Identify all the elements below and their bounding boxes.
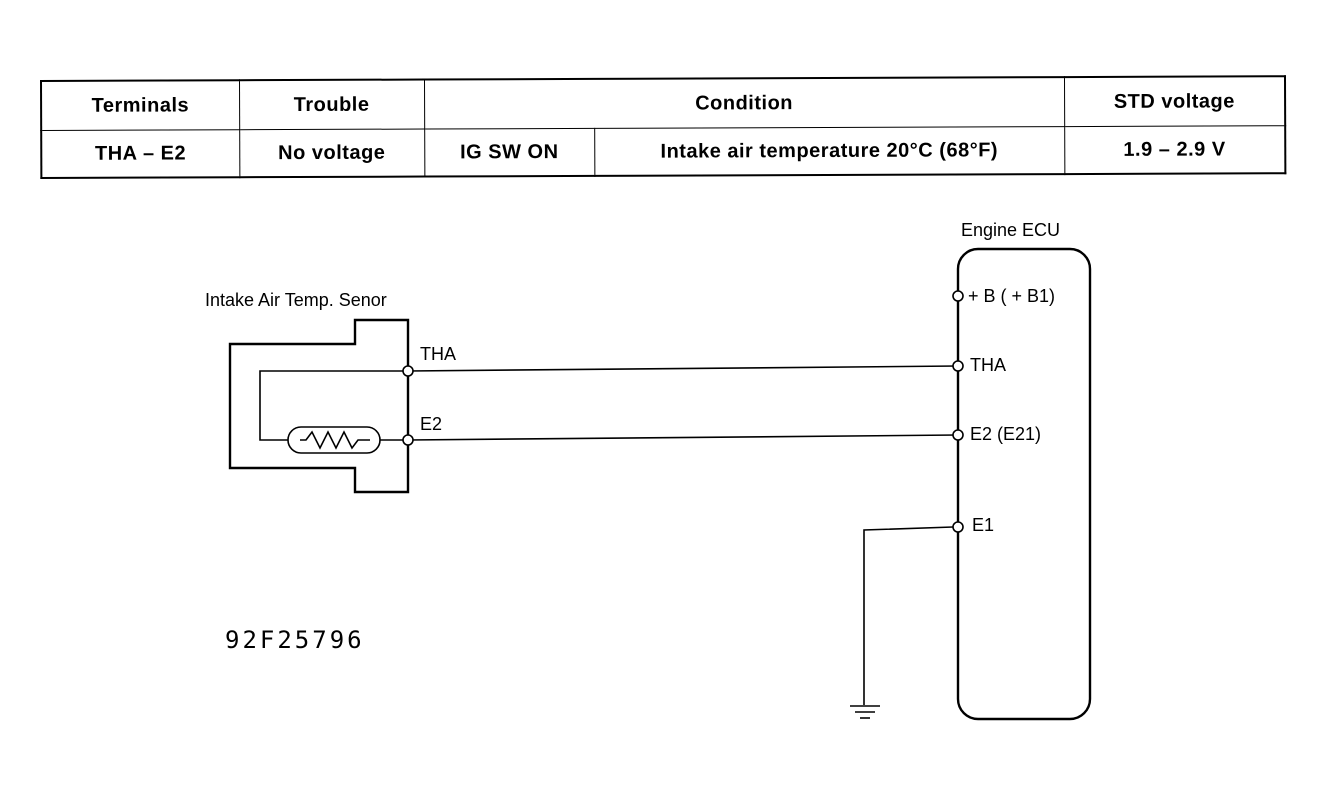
ecu-pin-b: + B ( + B1): [968, 286, 1055, 306]
ecu-box: [956, 247, 1092, 721]
ecu-pin-tha: THA: [970, 355, 1006, 375]
ecu-terminal-b: [952, 290, 964, 302]
thermistor-zigzag: [300, 430, 370, 450]
sensor-internal-wire: [259, 370, 408, 441]
sensor-housing: [228, 318, 410, 494]
wire-e1-ground: [863, 526, 954, 705]
sensor-label: Intake Air Temp. Senor: [205, 290, 387, 310]
sensor-terminal-tha: [402, 365, 414, 377]
ground-icon: [850, 705, 880, 719]
ecu-terminal-e2: [952, 429, 964, 441]
ecu-pin-e1: E1: [972, 515, 994, 535]
ecu-terminal-tha: [952, 360, 964, 372]
ecu-label: Engine ECU: [961, 220, 1060, 240]
sensor-terminal-e2: [402, 434, 414, 446]
ecu-terminal-e1: [952, 521, 964, 533]
ecu-pin-e2: E2 (E21): [970, 424, 1041, 444]
figure-id: 92F25796: [225, 626, 365, 654]
wire-tha: [407, 365, 959, 372]
sensor-pin-tha: THA: [420, 344, 456, 364]
wire-e2: [407, 434, 959, 441]
sensor-pin-e2: E2: [420, 414, 442, 434]
